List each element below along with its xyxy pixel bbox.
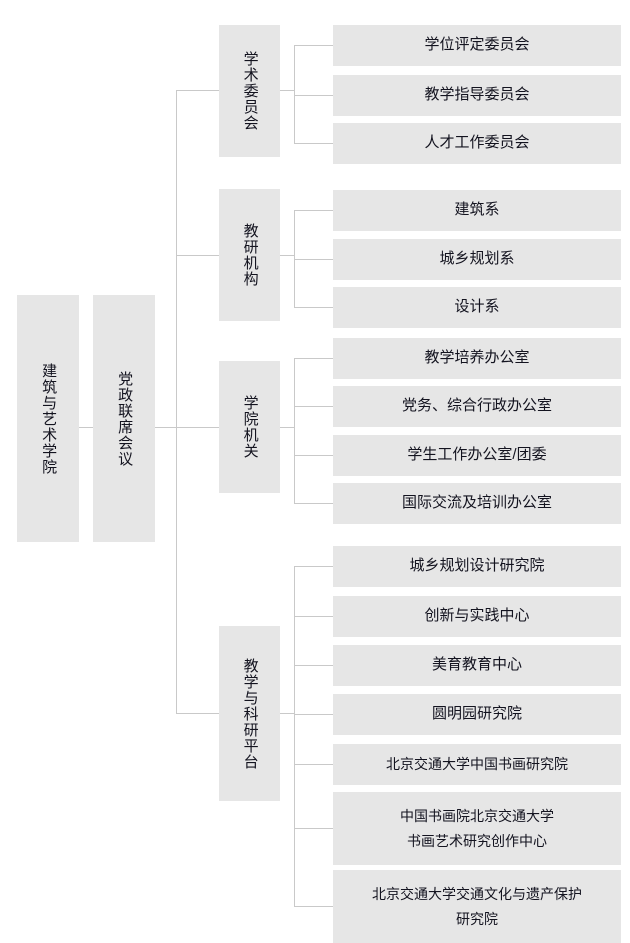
connector-group-4-child-6: [294, 828, 333, 829]
node-group-2-child-1[interactable]: 建筑系: [333, 190, 621, 231]
connector-group-1-child-3: [294, 143, 333, 144]
connector-group-4-child-4: [294, 714, 333, 715]
connector-group-3-trunk: [294, 358, 295, 504]
connector-group-3-child-4: [294, 503, 333, 504]
node-group-4-child-1[interactable]: 城乡规划设计研究院: [333, 546, 621, 587]
node-root[interactable]: 建筑与艺术学院: [17, 295, 79, 542]
connector-trunk-to-group-2: [176, 255, 219, 256]
connector-group-2-child-2: [294, 259, 333, 260]
node-group-1-child-2[interactable]: 教学指导委员会: [333, 75, 621, 116]
node-group-2-child-3[interactable]: 设计系: [333, 287, 621, 328]
connector-group-1-child-2: [294, 95, 333, 96]
connector-group-2-child-3: [294, 307, 333, 308]
connector-trunk-to-group-3: [176, 427, 219, 428]
connector-group-4-child-2: [294, 616, 333, 617]
connector-group-3-child-3: [294, 455, 333, 456]
connector-trunk-to-group-4: [176, 713, 219, 714]
connector-group-4-child-3: [294, 665, 333, 666]
node-group-4-child-6[interactable]: 中国书画院北京交通大学 书画艺术研究创作中心: [333, 792, 621, 865]
node-group-1-child-1[interactable]: 学位评定委员会: [333, 25, 621, 66]
node-group-4[interactable]: 教学与科研平台: [219, 626, 280, 801]
connector-trunk-to-group-1: [176, 90, 219, 91]
node-group-2[interactable]: 教研机构: [219, 189, 280, 321]
node-party-admin-joint-meeting[interactable]: 党政联席会议: [93, 295, 155, 542]
connector-group-2-stem: [280, 255, 295, 256]
node-group-4-child-4[interactable]: 圆明园研究院: [333, 694, 621, 735]
node-group-1[interactable]: 学术委员会: [219, 25, 280, 157]
connector-second-to-trunk: [155, 427, 177, 428]
connector-group-1-child-1: [294, 45, 333, 46]
connector-group-4-child-5: [294, 764, 333, 765]
node-group-4-child-5[interactable]: 北京交通大学中国书画研究院: [333, 744, 621, 785]
node-group-3-child-2[interactable]: 党务、综合行政办公室: [333, 386, 621, 427]
node-group-3[interactable]: 学院机关: [219, 361, 280, 493]
connector-group-3-child-1: [294, 358, 333, 359]
node-group-3-child-4[interactable]: 国际交流及培训办公室: [333, 483, 621, 524]
connector-group-2-child-1: [294, 210, 333, 211]
connector-group-3-stem: [280, 427, 295, 428]
connector-main-trunk: [176, 90, 177, 714]
node-group-4-child-3[interactable]: 美育教育中心: [333, 645, 621, 686]
node-group-4-child-7[interactable]: 北京交通大学交通文化与遗产保护 研究院: [333, 870, 621, 943]
node-group-2-child-2[interactable]: 城乡规划系: [333, 239, 621, 280]
node-group-1-child-3[interactable]: 人才工作委员会: [333, 123, 621, 164]
connector-group-4-child-1: [294, 566, 333, 567]
connector-group-4-stem: [280, 713, 295, 714]
connector-root-to-second: [79, 427, 93, 428]
connector-group-1-trunk: [294, 45, 295, 144]
connector-group-1-stem: [280, 90, 295, 91]
connector-group-3-child-2: [294, 406, 333, 407]
node-group-3-child-1[interactable]: 教学培养办公室: [333, 338, 621, 379]
node-group-4-child-2[interactable]: 创新与实践中心: [333, 596, 621, 637]
connector-group-4-trunk: [294, 566, 295, 906]
connector-group-4-child-7: [294, 906, 333, 907]
node-group-3-child-3[interactable]: 学生工作办公室/团委: [333, 435, 621, 476]
